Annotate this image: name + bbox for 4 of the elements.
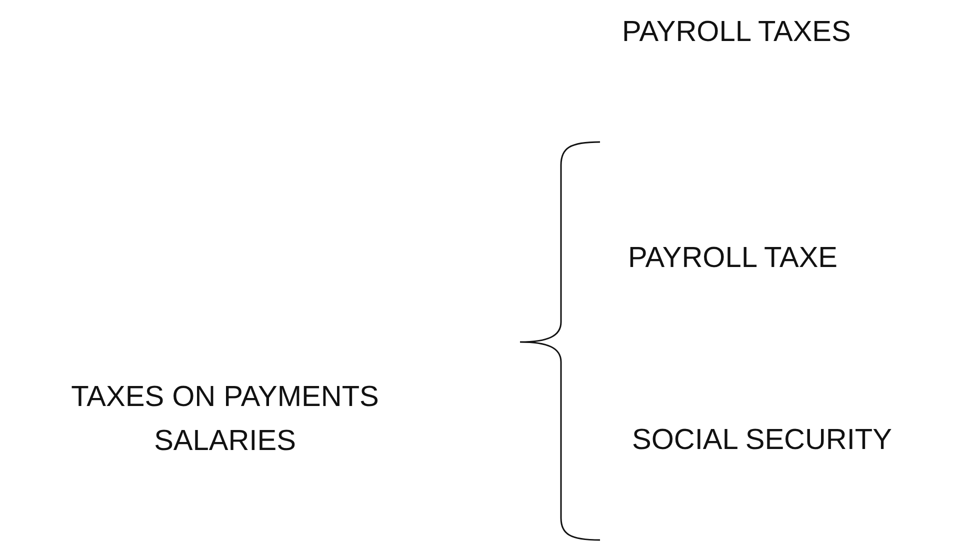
text-label: SOCIAL SECURITY [632,423,892,458]
text-label: TAXES ON PAYMENTS SALARIES [70,380,380,459]
text-label: PAYROLL TAXE [628,241,838,276]
title: PAYROLL TAXES [622,15,851,50]
